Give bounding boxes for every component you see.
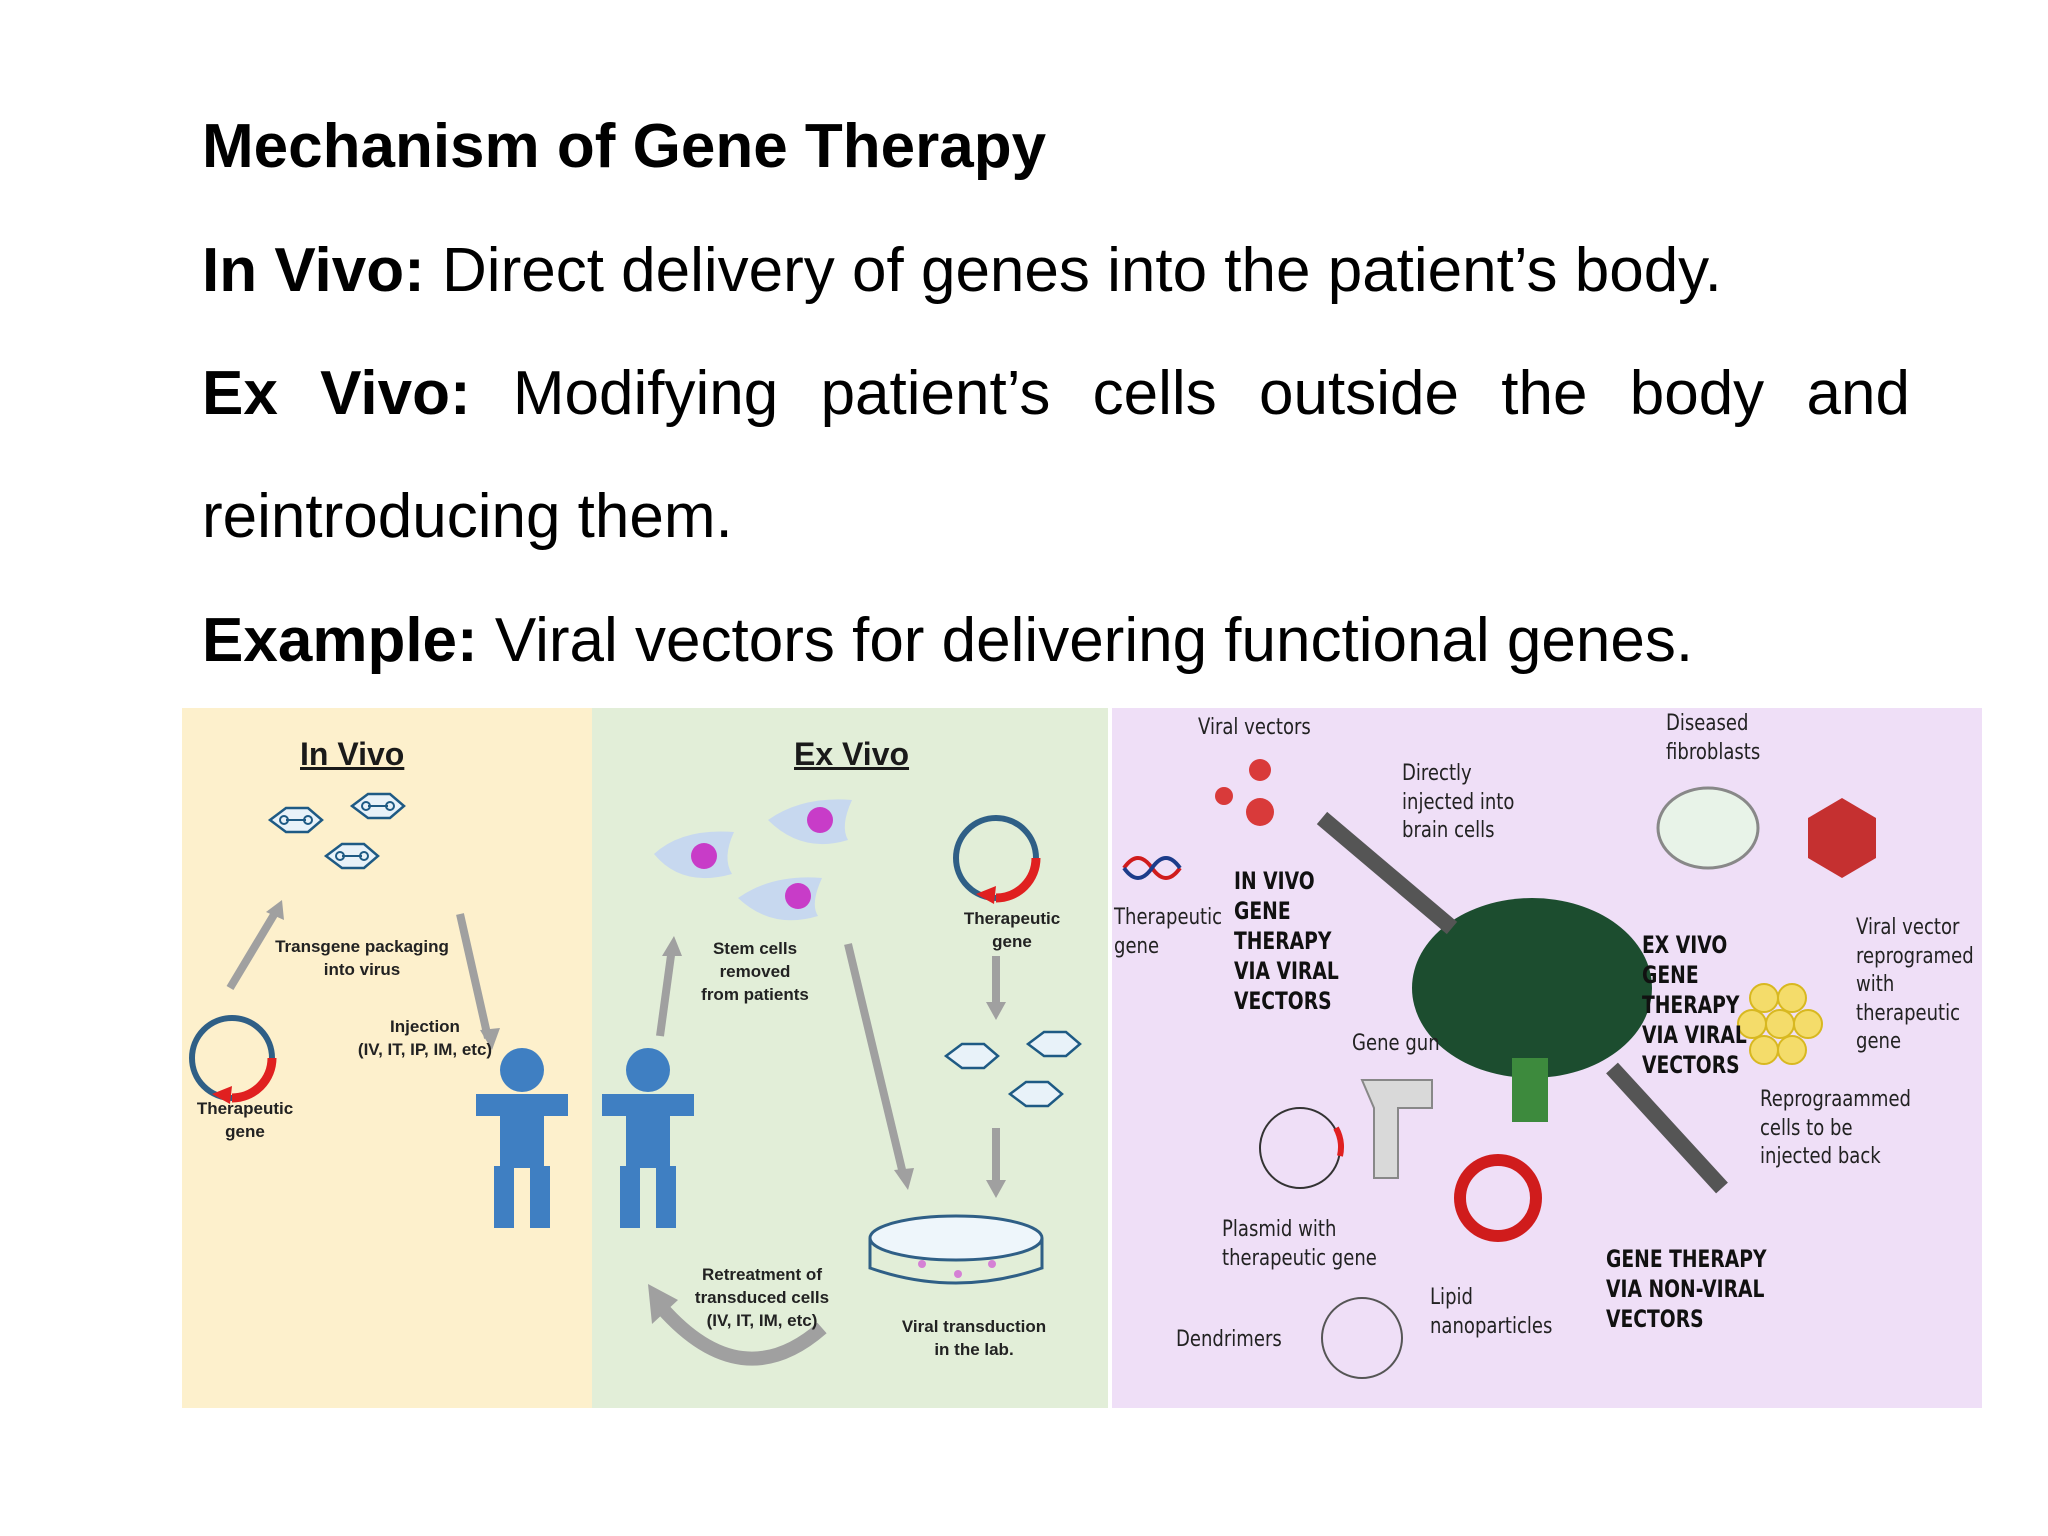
gene-gun-icon — [1360, 1079, 1433, 1179]
virus-icon — [943, 1030, 1082, 1108]
viral-vectors-label: Viral vectors — [1198, 715, 1311, 740]
ex-vivo-line: Ex Vivo: Modifying patient’s cells outsi… — [202, 363, 1910, 425]
dendrimers-label: Dendrimers — [1176, 1327, 1282, 1352]
example-text: Viral vectors for delivering functional … — [494, 606, 1694, 675]
plasmid-icon — [1259, 1107, 1341, 1189]
diseased-fibroblasts-label: Diseased fibroblasts — [1666, 711, 1761, 765]
ex-vivo-line-2: reintroducing them. — [202, 482, 733, 551]
virus-icon — [1808, 798, 1876, 878]
example-label: Example: — [202, 606, 478, 675]
non-viral-label: GENE THERAPY VIA NON-VIRAL VECTORS — [1606, 1245, 1767, 1333]
viral-vector-icon — [1215, 759, 1274, 826]
ex-vivo-word: body — [1629, 359, 1765, 428]
in-vivo-panel: In Vivo — [182, 708, 592, 1408]
therapeutic-gene-label: Therapeutic gene — [1114, 905, 1223, 959]
ex-vivo-word: and — [1806, 359, 1910, 428]
in-vivo-gene-label: Therapeutic gene — [196, 1099, 294, 1141]
in-vivo-panel-title: In Vivo — [300, 736, 405, 772]
gene-therapy-overview-panel: Viral vectors Directly injected into bra… — [1112, 708, 1982, 1408]
stem-cell-icon — [654, 799, 852, 921]
ex-vivo-panel: Ex Vivo — [592, 708, 1108, 1408]
in-vivo-text: Direct delivery of genes into the patien… — [442, 236, 1722, 305]
ex-vivo-viral-label: EX VIVO GENE THERAPY VIA VIRAL VECTORS — [1642, 931, 1747, 1079]
ex-vivo-label-2: Vivo: — [320, 359, 471, 428]
syringe-icon — [1606, 1062, 1728, 1194]
ex-vivo-panel-title: Ex Vivo — [794, 736, 910, 772]
petri-dish-icon — [868, 1214, 1044, 1262]
brain-icon — [1412, 898, 1652, 1078]
ex-vivo-word: outside — [1259, 359, 1459, 428]
plasmid-label: Plasmid with therapeutic gene — [1222, 1217, 1377, 1271]
syringe-icon — [1316, 811, 1458, 935]
viral-vector-reprogramed-label: Viral vector reprogramed with therapeuti… — [1856, 915, 1974, 1055]
overview-illustration — [1122, 759, 1876, 1379]
ex-vivo-word: patient’s — [820, 359, 1051, 428]
lipid-label: Lipid nanoparticles — [1430, 1285, 1553, 1339]
lipid-nanoparticle-icon — [1454, 1154, 1542, 1242]
patient-icon — [476, 1048, 568, 1228]
transgene-label: Transgene packaging into virus — [275, 937, 449, 979]
ex-vivo-word: Modifying — [512, 359, 779, 428]
ex-vivo-word: the — [1501, 359, 1588, 428]
in-vivo-illustration — [189, 792, 568, 1228]
in-vivo-viral-label: IN VIVO GENE THERAPY VIA VIRAL VECTORS — [1234, 867, 1339, 1015]
injection-label: Injection (IV, IT, IP, IM, etc) — [357, 1017, 493, 1059]
in-vivo-line: In Vivo: Direct delivery of genes into t… — [202, 240, 1910, 302]
example-line: Example: Viral vectors for delivering fu… — [202, 610, 1910, 672]
dendrimer-icon — [1321, 1297, 1403, 1379]
ex-vivo-gene-label: Therapeutic gene — [963, 909, 1061, 951]
gene-gun-label: Gene gun — [1352, 1031, 1440, 1056]
ex-vivo-illustration — [602, 799, 1082, 1366]
cells-icon — [1737, 983, 1823, 1065]
gene-icon — [279, 801, 395, 861]
petri-dish-icon — [1656, 786, 1760, 870]
slide-title: Mechanism of Gene Therapy — [202, 112, 1047, 181]
directly-injected-label: Directly injected into brain cells — [1402, 761, 1515, 844]
gene-therapy-figure: In Vivo — [182, 708, 1982, 1408]
in-vivo-label: In Vivo: — [202, 236, 425, 305]
retreatment-label: Retreatment of transduced cells (IV, IT,… — [694, 1265, 830, 1330]
viral-transduction-label: Viral transduction in the lab. — [901, 1317, 1047, 1359]
stem-cells-label: Stem cells removed from patients — [701, 939, 809, 1004]
reprogrammed-cells-label: Reprograammed cells to be injected back — [1760, 1087, 1912, 1170]
ex-vivo-label-1: Ex — [202, 359, 278, 428]
ex-vivo-word: cells — [1092, 359, 1217, 428]
patient-icon — [602, 1048, 694, 1228]
